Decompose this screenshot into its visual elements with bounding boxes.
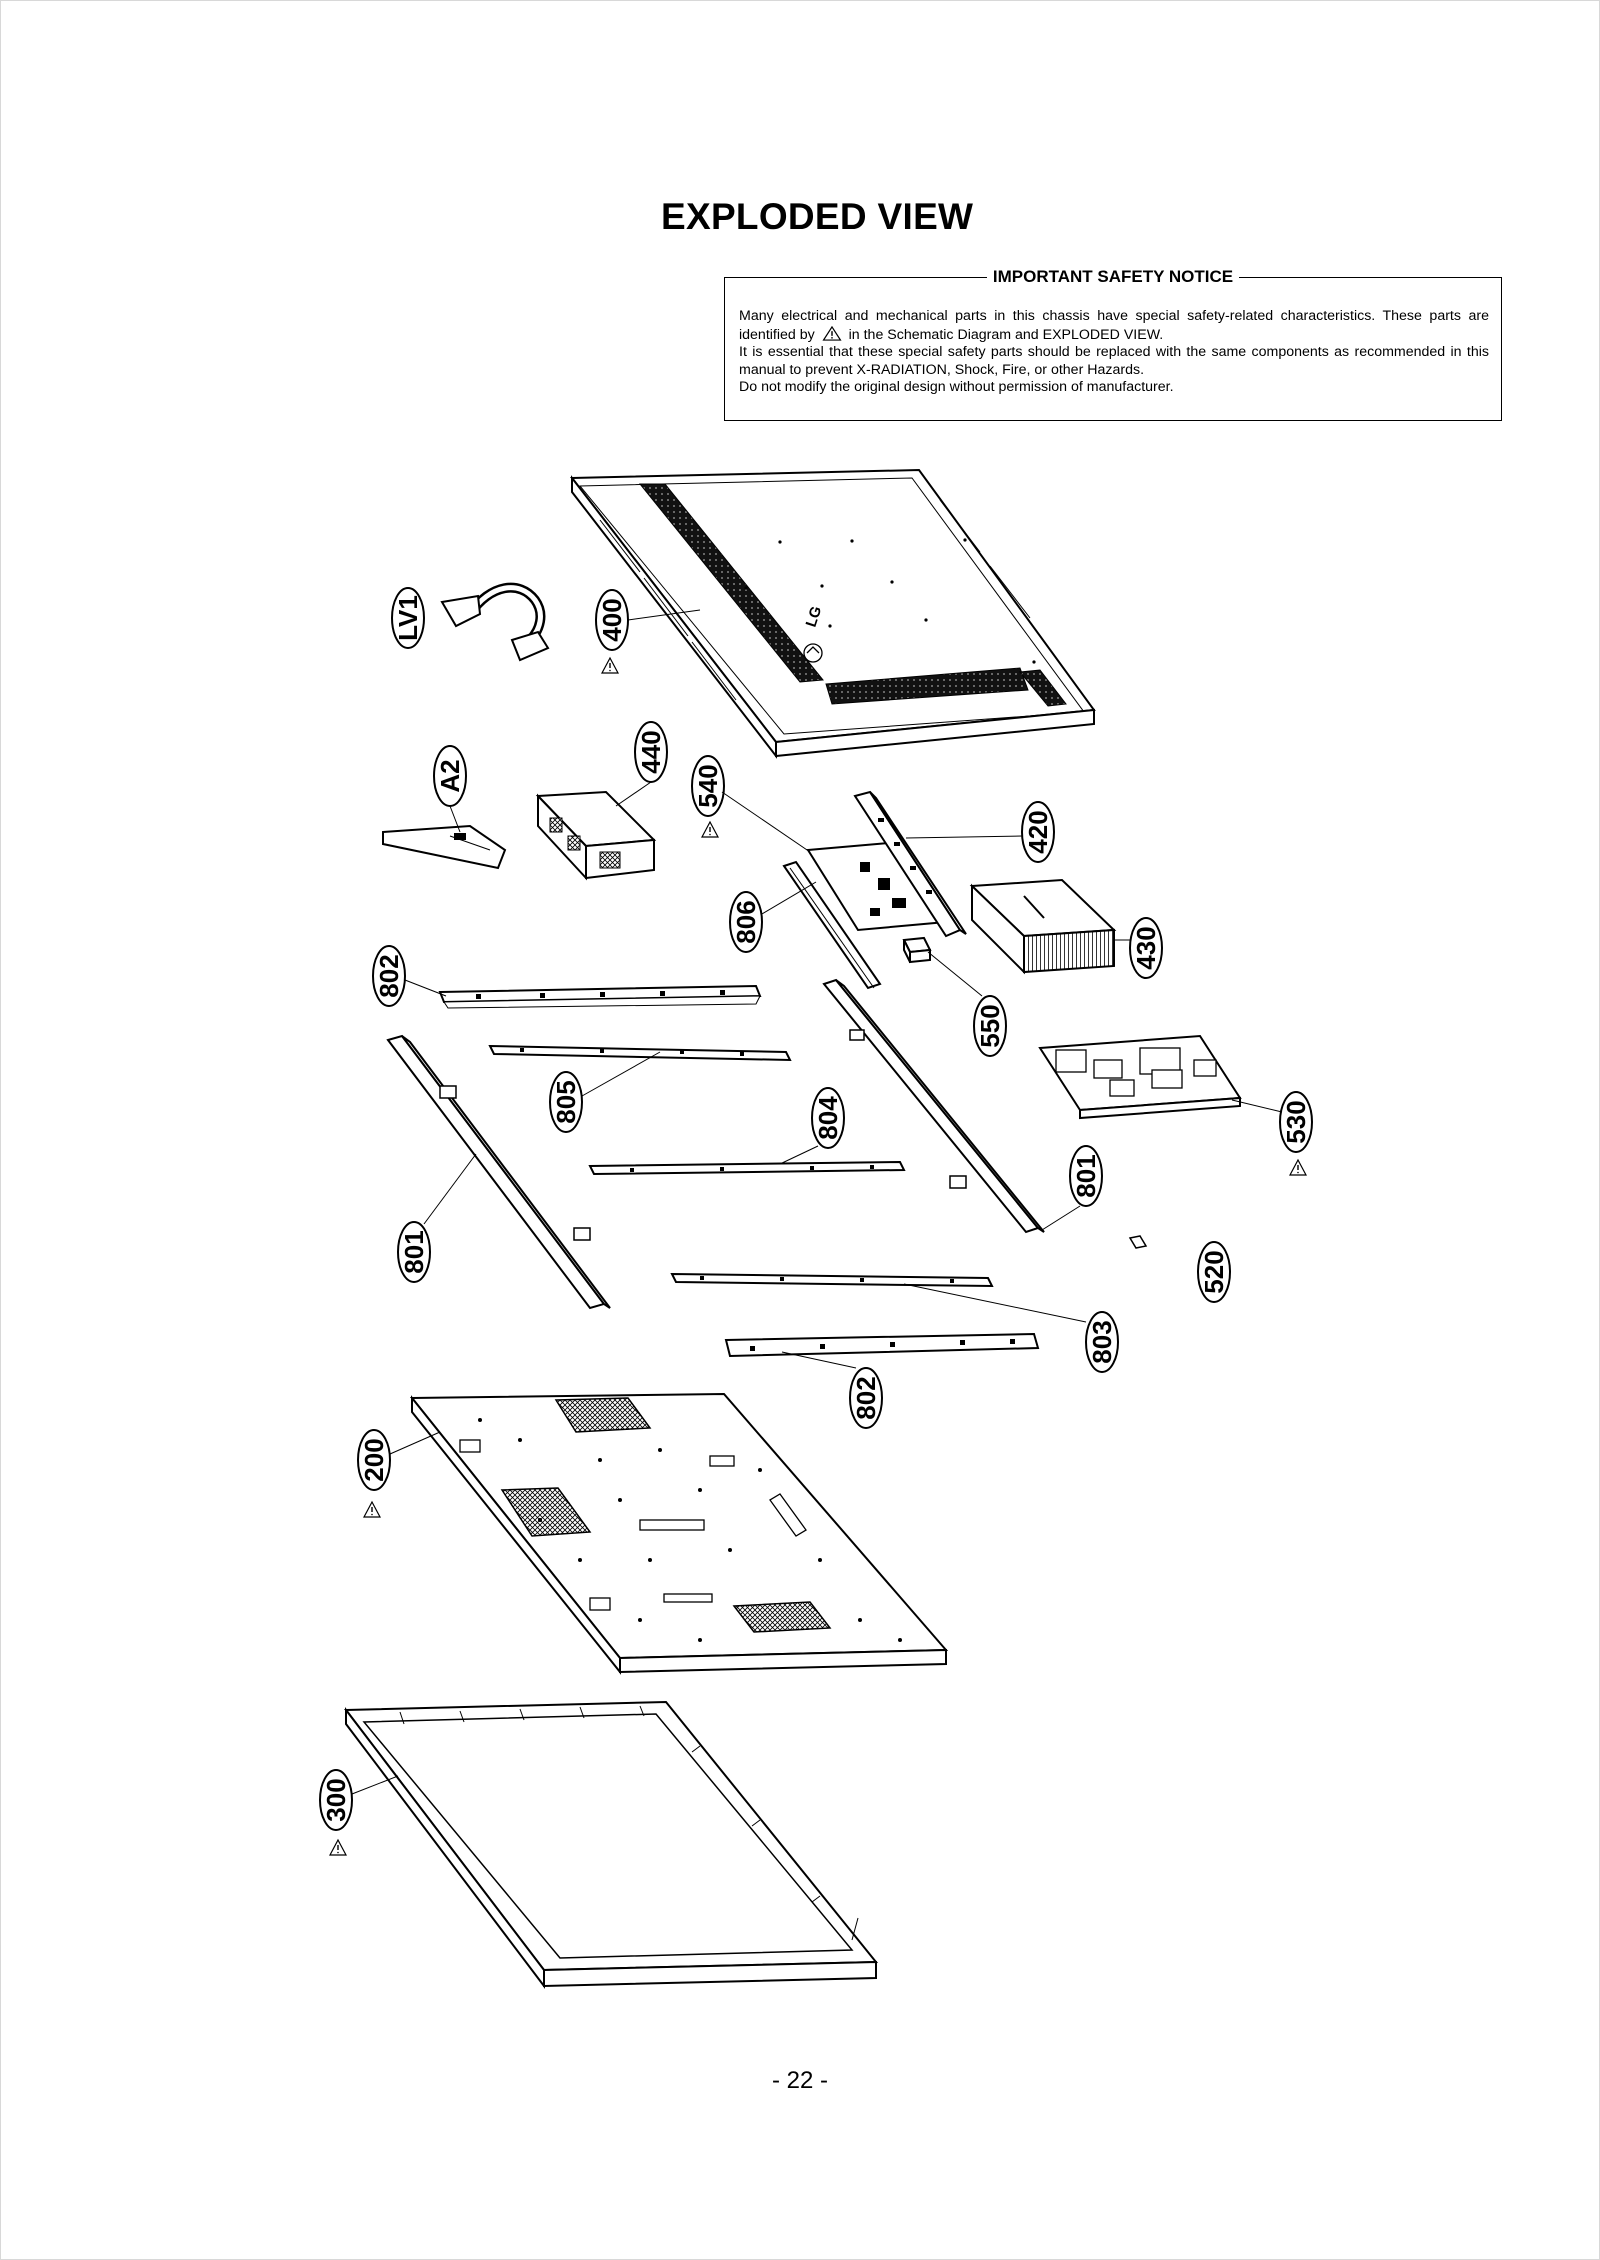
- callout-lv1: LV1: [391, 587, 425, 649]
- part-550-connector: [902, 936, 932, 964]
- page-number: - 22 -: [771, 2067, 828, 2094]
- part-400-back-cover: LG: [569, 468, 1096, 759]
- safety-notice-box: IMPORTANT SAFETY NOTICE Many electrical …: [724, 267, 1502, 421]
- part-520-clip: [1128, 1235, 1148, 1249]
- callout-540: 540: [691, 755, 811, 853]
- part-803-bar: [670, 1272, 994, 1288]
- callout-530: 530: [1231, 1091, 1313, 1176]
- svg-text:804: 804: [813, 1096, 843, 1140]
- page-title: EXPLODED VIEW: [661, 196, 974, 237]
- part-440-module: [535, 790, 657, 881]
- callout-804: 804: [779, 1087, 845, 1165]
- warning-triangle-icon: [822, 325, 842, 341]
- svg-text:420: 420: [1023, 810, 1053, 853]
- callout-801-left: 801: [397, 1153, 477, 1283]
- safety-warning-icon: [601, 657, 619, 674]
- svg-text:530: 530: [1281, 1100, 1311, 1143]
- callout-801-right: 801: [1041, 1145, 1103, 1231]
- svg-text:805: 805: [551, 1080, 581, 1123]
- callout-802-bottom: 802: [781, 1351, 883, 1429]
- callout-805: 805: [549, 1051, 661, 1133]
- svg-text:540: 540: [693, 764, 723, 807]
- part-300-front-frame: [344, 1700, 879, 1989]
- callout-806: 806: [729, 881, 817, 953]
- lg-logo-text: LG: [803, 604, 826, 629]
- safety-notice-paragraph-2: It is essential that these special safet…: [739, 344, 1489, 378]
- callout-803: 803: [903, 1283, 1119, 1373]
- part-420-bracket: [853, 790, 967, 938]
- safety-warning-icon: [701, 821, 719, 838]
- svg-text:802: 802: [374, 954, 404, 997]
- svg-text:520: 520: [1199, 1250, 1229, 1293]
- part-804-bar: [588, 1160, 906, 1176]
- safety-notice-heading: IMPORTANT SAFETY NOTICE: [986, 267, 1240, 286]
- part-430-shield: [969, 878, 1117, 975]
- callout-300: 300: [319, 1769, 399, 1856]
- callout-550: 550: [927, 951, 1007, 1057]
- part-802-bottom-bar: [724, 1332, 1040, 1358]
- safety-warning-icon: [363, 1501, 381, 1518]
- svg-text:802: 802: [851, 1376, 881, 1419]
- svg-text:801: 801: [1071, 1154, 1101, 1197]
- svg-text:806: 806: [731, 900, 761, 943]
- safety-notice-line1-before: Many electrical and mechanical parts in …: [739, 308, 1489, 343]
- callout-200: 200: [357, 1429, 441, 1518]
- safety-warning-icon: [329, 1839, 347, 1856]
- part-530-board: [1038, 1034, 1242, 1120]
- svg-text:200: 200: [359, 1438, 389, 1481]
- part-801-left-rail: [386, 1034, 611, 1310]
- part-802-top-bar: [438, 984, 762, 1009]
- part-801-right-rail: [822, 978, 1045, 1234]
- callout-420: 420: [905, 801, 1055, 863]
- part-200-panel: [409, 1392, 949, 1675]
- callout-440: 440: [615, 721, 668, 807]
- svg-text:430: 430: [1131, 926, 1161, 969]
- svg-text:400: 400: [597, 598, 627, 641]
- safety-notice-line1-after: in the Schematic Diagram and EXPLODED VI…: [848, 326, 1164, 343]
- svg-text:440: 440: [636, 730, 666, 773]
- part-805-bar: [488, 1044, 792, 1062]
- svg-text:LV1: LV1: [393, 595, 423, 641]
- callout-802-top: 802: [372, 945, 447, 1007]
- safety-warning-icon: [1289, 1159, 1307, 1176]
- safety-notice-paragraph-3: Do not modify the original design withou…: [739, 379, 1174, 396]
- callout-400: 400: [595, 589, 701, 674]
- svg-text:A2: A2: [435, 759, 465, 792]
- part-806-bar: [782, 860, 882, 990]
- svg-text:801: 801: [399, 1230, 429, 1273]
- svg-text:550: 550: [975, 1004, 1005, 1047]
- safety-notice-body: Many electrical and mechanical parts in …: [739, 308, 1489, 397]
- svg-text:803: 803: [1087, 1320, 1117, 1363]
- callout-520: 520: [1197, 1241, 1231, 1303]
- safety-notice-paragraph-1: Many electrical and mechanical parts in …: [739, 308, 1489, 344]
- svg-text:300: 300: [321, 1778, 351, 1821]
- part-a2-remote: [382, 824, 507, 870]
- part-lv1-cable: [440, 582, 550, 662]
- callout-a2: A2: [433, 745, 467, 833]
- callout-430: 430: [1114, 917, 1163, 979]
